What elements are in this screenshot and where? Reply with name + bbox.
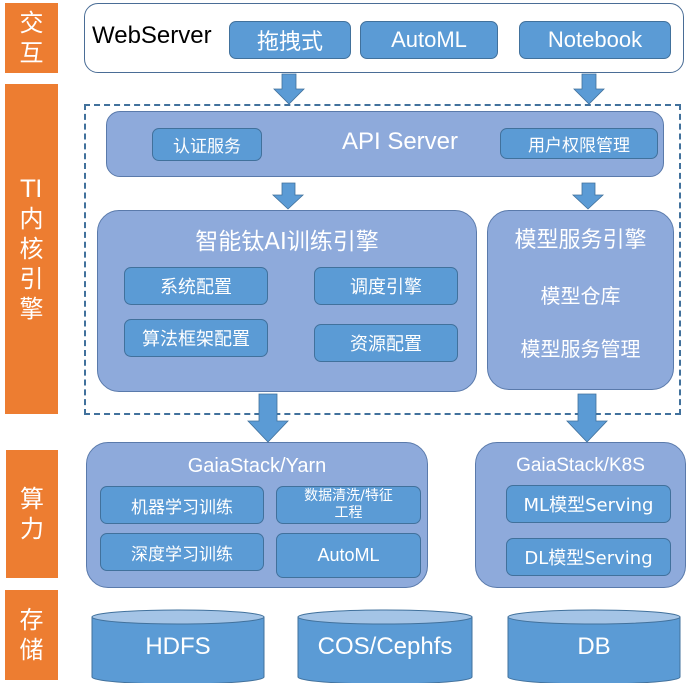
data-cleaning-label: 数据清洗/特征 工程 <box>304 488 393 521</box>
arrow-down-icon <box>573 73 605 105</box>
webserver-label: WebServer <box>92 22 212 49</box>
arrow-down-icon <box>273 73 305 105</box>
model-repository-label: 模型仓库 <box>540 284 621 308</box>
hdfs-cylinder <box>91 609 265 683</box>
layer-label-storage: 存 储 <box>5 590 58 680</box>
cos-cylinder <box>297 609 473 683</box>
system-config-button[interactable]: 系统配置 <box>124 267 268 305</box>
layer-label-text: 存 储 <box>19 606 44 664</box>
drag-drop-button[interactable]: 拖拽式 <box>229 21 351 59</box>
ti-core-container <box>84 104 681 415</box>
dl-training-button[interactable]: 深度学习训练 <box>100 533 264 571</box>
model-service-management-label: 模型服务管理 <box>520 337 641 361</box>
layer-label-text: 算 力 <box>20 485 44 543</box>
dl-model-serving-button[interactable]: DL模型Serving <box>506 538 671 576</box>
user-permission-button[interactable]: 用户权限管理 <box>500 128 658 159</box>
training-engine-title: 智能钛AI训练引擎 <box>195 229 379 255</box>
automl-button[interactable]: AutoML <box>360 21 498 59</box>
storage-cylinders <box>91 609 681 683</box>
api-server-title: API Server <box>341 128 459 155</box>
k8s-title: GaiaStack/K8S <box>516 455 645 476</box>
automl-compute-button[interactable]: AutoML <box>276 533 421 578</box>
cos-cephfs-label: COS/Cephfs <box>317 633 453 660</box>
db-label: DB <box>577 633 611 660</box>
layer-label-compute: 算 力 <box>6 450 58 578</box>
yarn-title: GaiaStack/Yarn <box>187 455 327 477</box>
layer-label-core: TI 内 核 引 擎 <box>5 84 58 414</box>
hdfs-label: HDFS <box>145 633 211 660</box>
ml-model-serving-button[interactable]: ML模型Serving <box>506 485 671 523</box>
model-service-engine-title: 模型服务引擎 <box>514 228 647 253</box>
data-cleaning-feature-engineering-button[interactable]: 数据清洗/特征 工程 <box>276 486 421 524</box>
ml-training-button[interactable]: 机器学习训练 <box>100 486 264 524</box>
model-service-engine-panel <box>487 210 674 390</box>
algorithm-framework-config-button[interactable]: 算法框架配置 <box>124 319 268 357</box>
scheduler-engine-button[interactable]: 调度引擎 <box>314 267 458 305</box>
auth-service-button[interactable]: 认证服务 <box>152 128 262 161</box>
db-cylinder <box>507 609 681 683</box>
layer-label-interaction: 交 互 <box>5 3 58 73</box>
layer-label-text: 交 互 <box>19 9 44 67</box>
resource-config-button[interactable]: 资源配置 <box>314 324 458 362</box>
layer-label-text: TI 内 核 引 擎 <box>19 175 44 323</box>
notebook-button[interactable]: Notebook <box>519 21 671 59</box>
